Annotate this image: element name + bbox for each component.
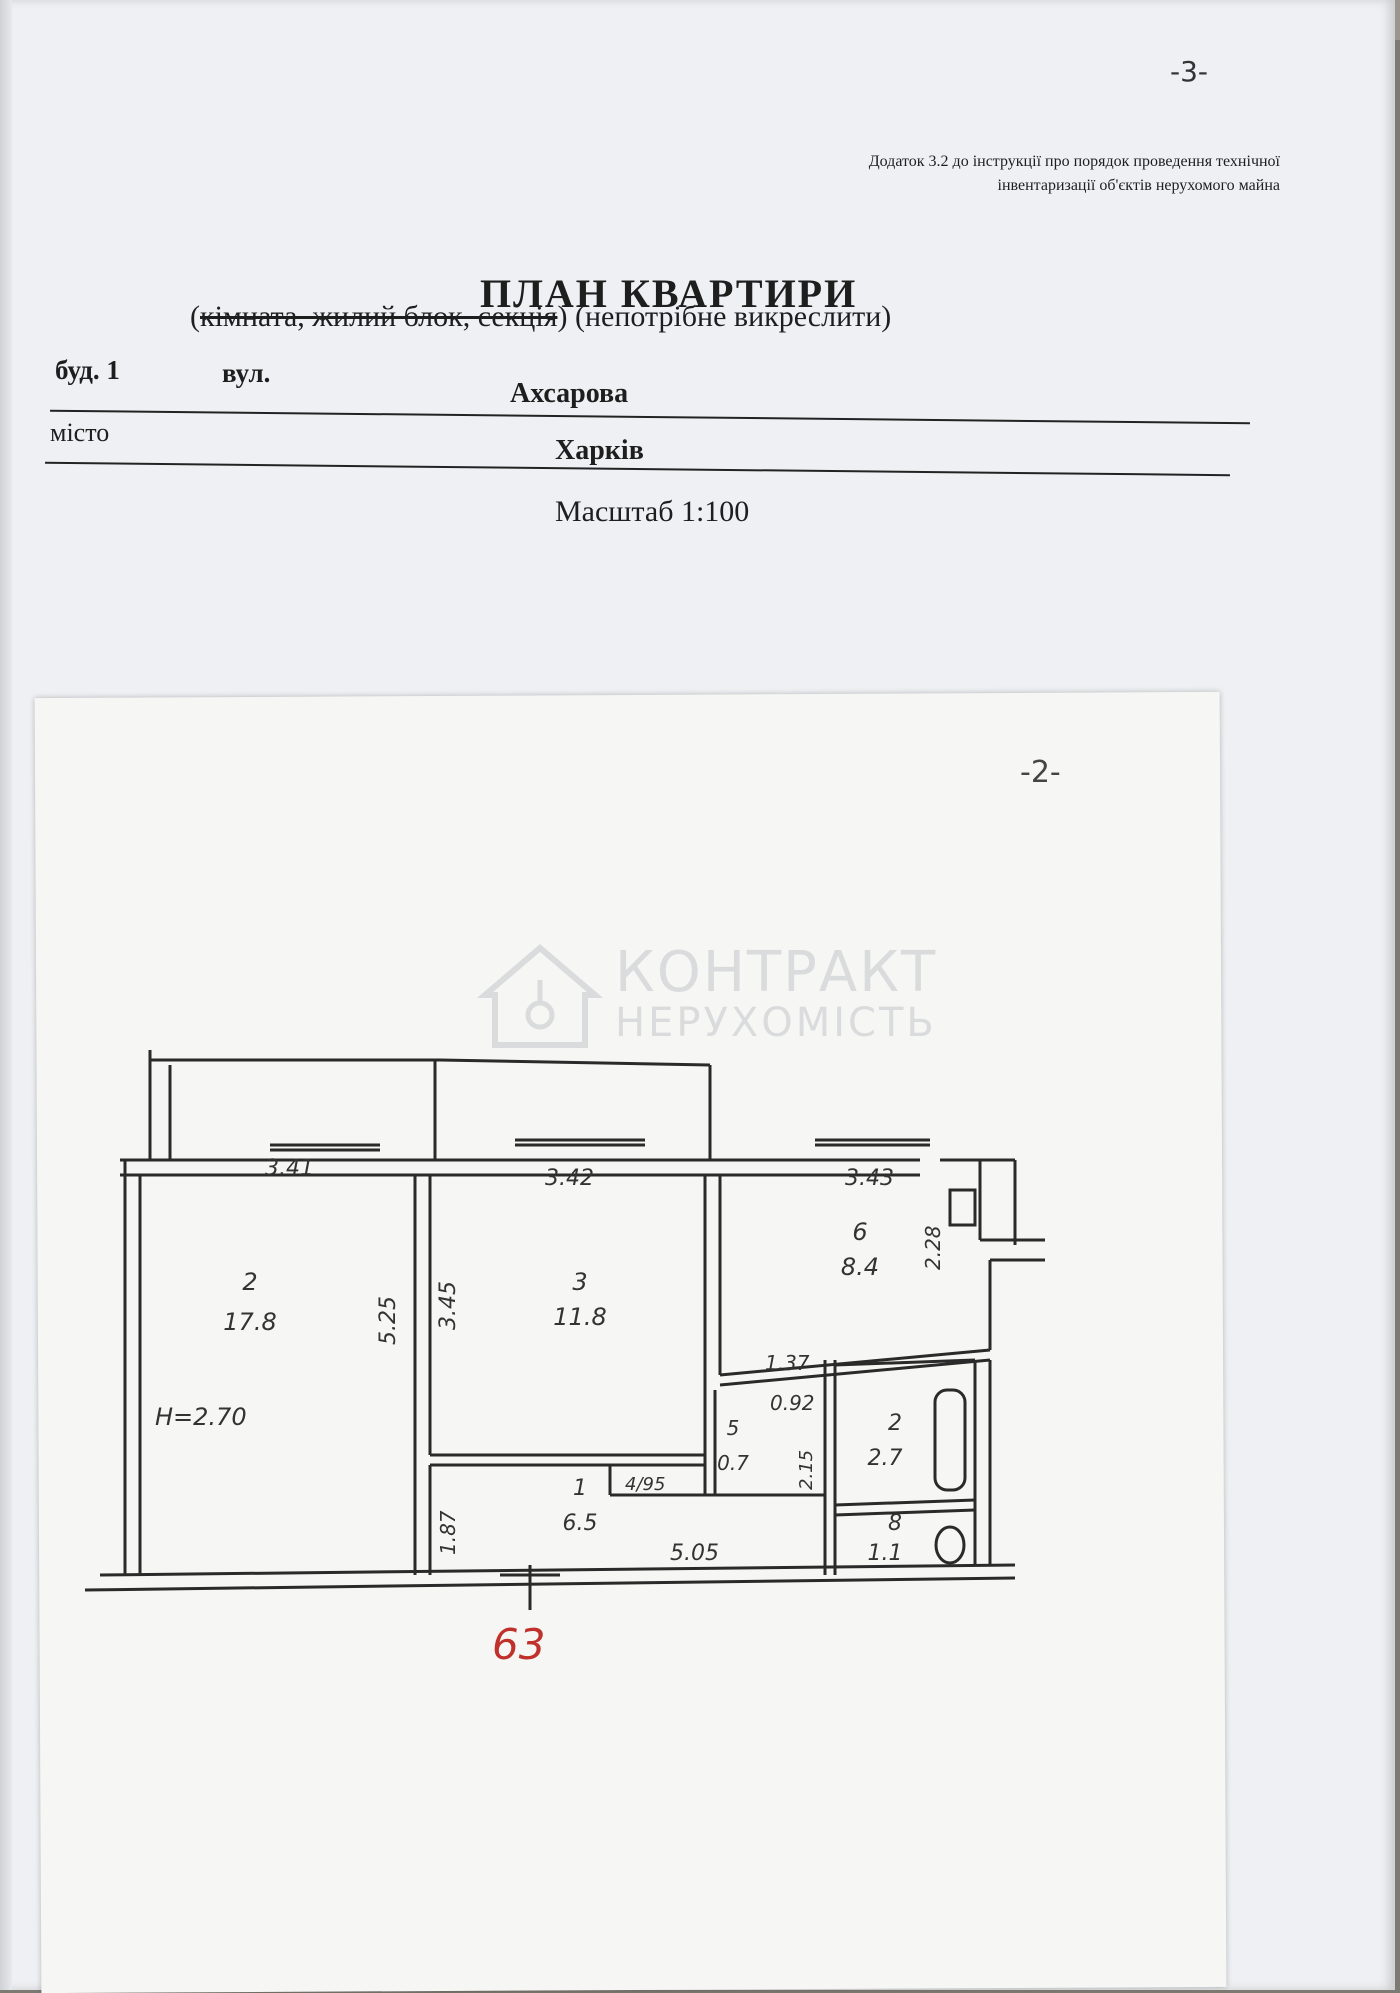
street-label: вул. [222,358,271,388]
room-5-area: 0.7 [717,1451,749,1475]
page-number: -3- [1170,55,1209,88]
room-3-area: 11.8 [553,1303,606,1331]
dim-2-28: 2.28 [921,1225,945,1270]
city-value: Харків [555,435,644,466]
dim-0-92: 0.92 [770,1391,815,1415]
room-5-number: 5 [727,1416,740,1440]
room-1-number: 1 [573,1476,587,1501]
dim-3-42: 3.42 [545,1166,594,1191]
room-2-number: 2 [242,1268,257,1296]
room-8-area: 1.1 [868,1541,903,1566]
dim-2-15: 2.15 [796,1450,817,1490]
watermark-line-2: НЕРУХОМІСТЬ [615,1000,937,1046]
subtitle-rest: ) (непотрібне викреслити) [557,300,892,333]
appendix-line-2: інвентаризації об'єктів нерухомого майна [997,177,1280,194]
room-3-number: 3 [572,1268,587,1296]
dim-5-25: 5.25 [376,1296,401,1345]
building-label: буд. 1 [55,355,120,385]
room-2-area: 17.8 [223,1308,276,1336]
room-1-area: 6.5 [563,1511,598,1536]
dim-3-41: 3.41 [265,1156,314,1181]
city-label: місто [50,418,110,447]
dim-4-95: 4/95 [625,1474,665,1495]
watermark-house-icon [476,944,604,1048]
page-edge [0,0,12,1990]
dim-3-43: 3.43 [845,1166,894,1191]
appendix-note: Додаток 3.2 до інструкції про порядок пр… [580,150,1280,198]
subtitle-open: ( [190,300,200,333]
street-value: Ахсарова [510,378,629,409]
room-bath-number: 2 [888,1411,902,1436]
scale-label: Масштаб 1:100 [555,495,750,528]
document-title: ПЛАН КВАРТИРИ [480,271,858,316]
room-6-number: 6 [852,1218,867,1246]
dim-1-87: 1.87 [436,1510,460,1555]
room-8-number: 8 [888,1511,902,1536]
watermark-line-1: КОНТРАКТ [615,940,938,1005]
watermark: КОНТРАКТ НЕРУХОМІСТЬ [475,940,935,1050]
inner-page-number: -2- [1020,755,1061,790]
dim-5-05: 5.05 [670,1541,719,1566]
apartment-number: 63 [492,1620,546,1669]
dim-1-37: 1.37 [765,1351,810,1375]
document-subtitle: (кімната, жилий блок, секція) (непотрібн… [190,300,891,334]
room-6-area: 8.4 [841,1253,879,1281]
subtitle-struck-text: кімната, жилий блок, секція [200,300,558,333]
dim-3-45: 3.45 [436,1281,461,1330]
ceiling-height: H=2.70 [155,1403,247,1431]
appendix-line-1: Додаток 3.2 до інструкції про порядок пр… [868,153,1280,170]
room-bath-area: 2.7 [868,1446,903,1471]
